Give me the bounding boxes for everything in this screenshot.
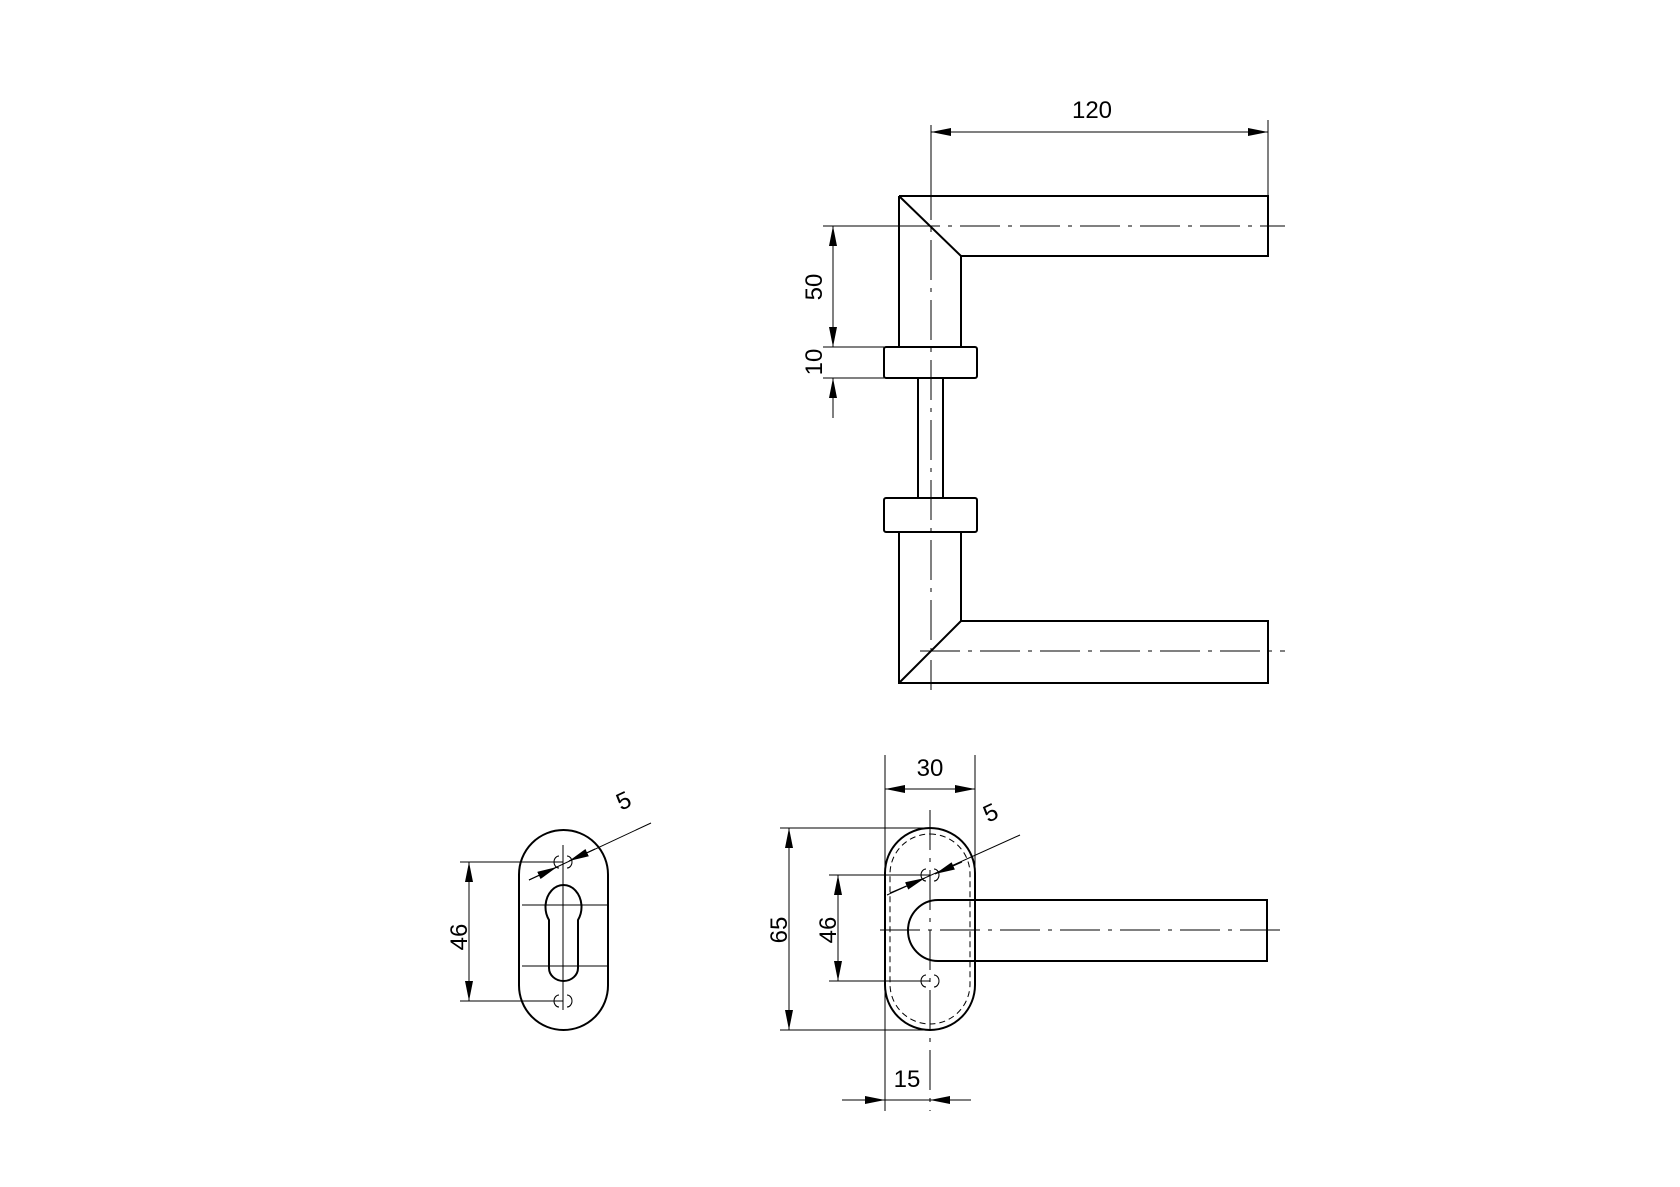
dimension-label-30: 30: [917, 755, 944, 782]
key-rosette-outline: [518, 829, 609, 1031]
dimension-label-10: 10: [801, 349, 828, 376]
dimension-label-15: 15: [894, 1066, 921, 1093]
dimension-label-120: 120: [1072, 97, 1112, 124]
dimension-label-46: 46: [815, 917, 842, 944]
handle-rosette-view: 30 65 46 5 15: [766, 755, 1285, 1111]
dimension-label-46: 46: [446, 924, 473, 951]
lower-lever: [898, 532, 1269, 684]
side-view-handle: 120 50 10: [801, 97, 1285, 690]
lever-front: [907, 899, 1268, 962]
dimension-label-5: 5: [979, 798, 1003, 828]
spindle: [917, 378, 944, 498]
profile-cylinder-cutout: [544, 884, 583, 982]
dimension-label-65: 65: [766, 917, 793, 944]
dimension-label-5: 5: [612, 786, 636, 816]
dimension-label-50: 50: [801, 274, 828, 301]
upper-lever: [898, 195, 1269, 347]
key-rosette-view: 46 5: [446, 786, 652, 1031]
